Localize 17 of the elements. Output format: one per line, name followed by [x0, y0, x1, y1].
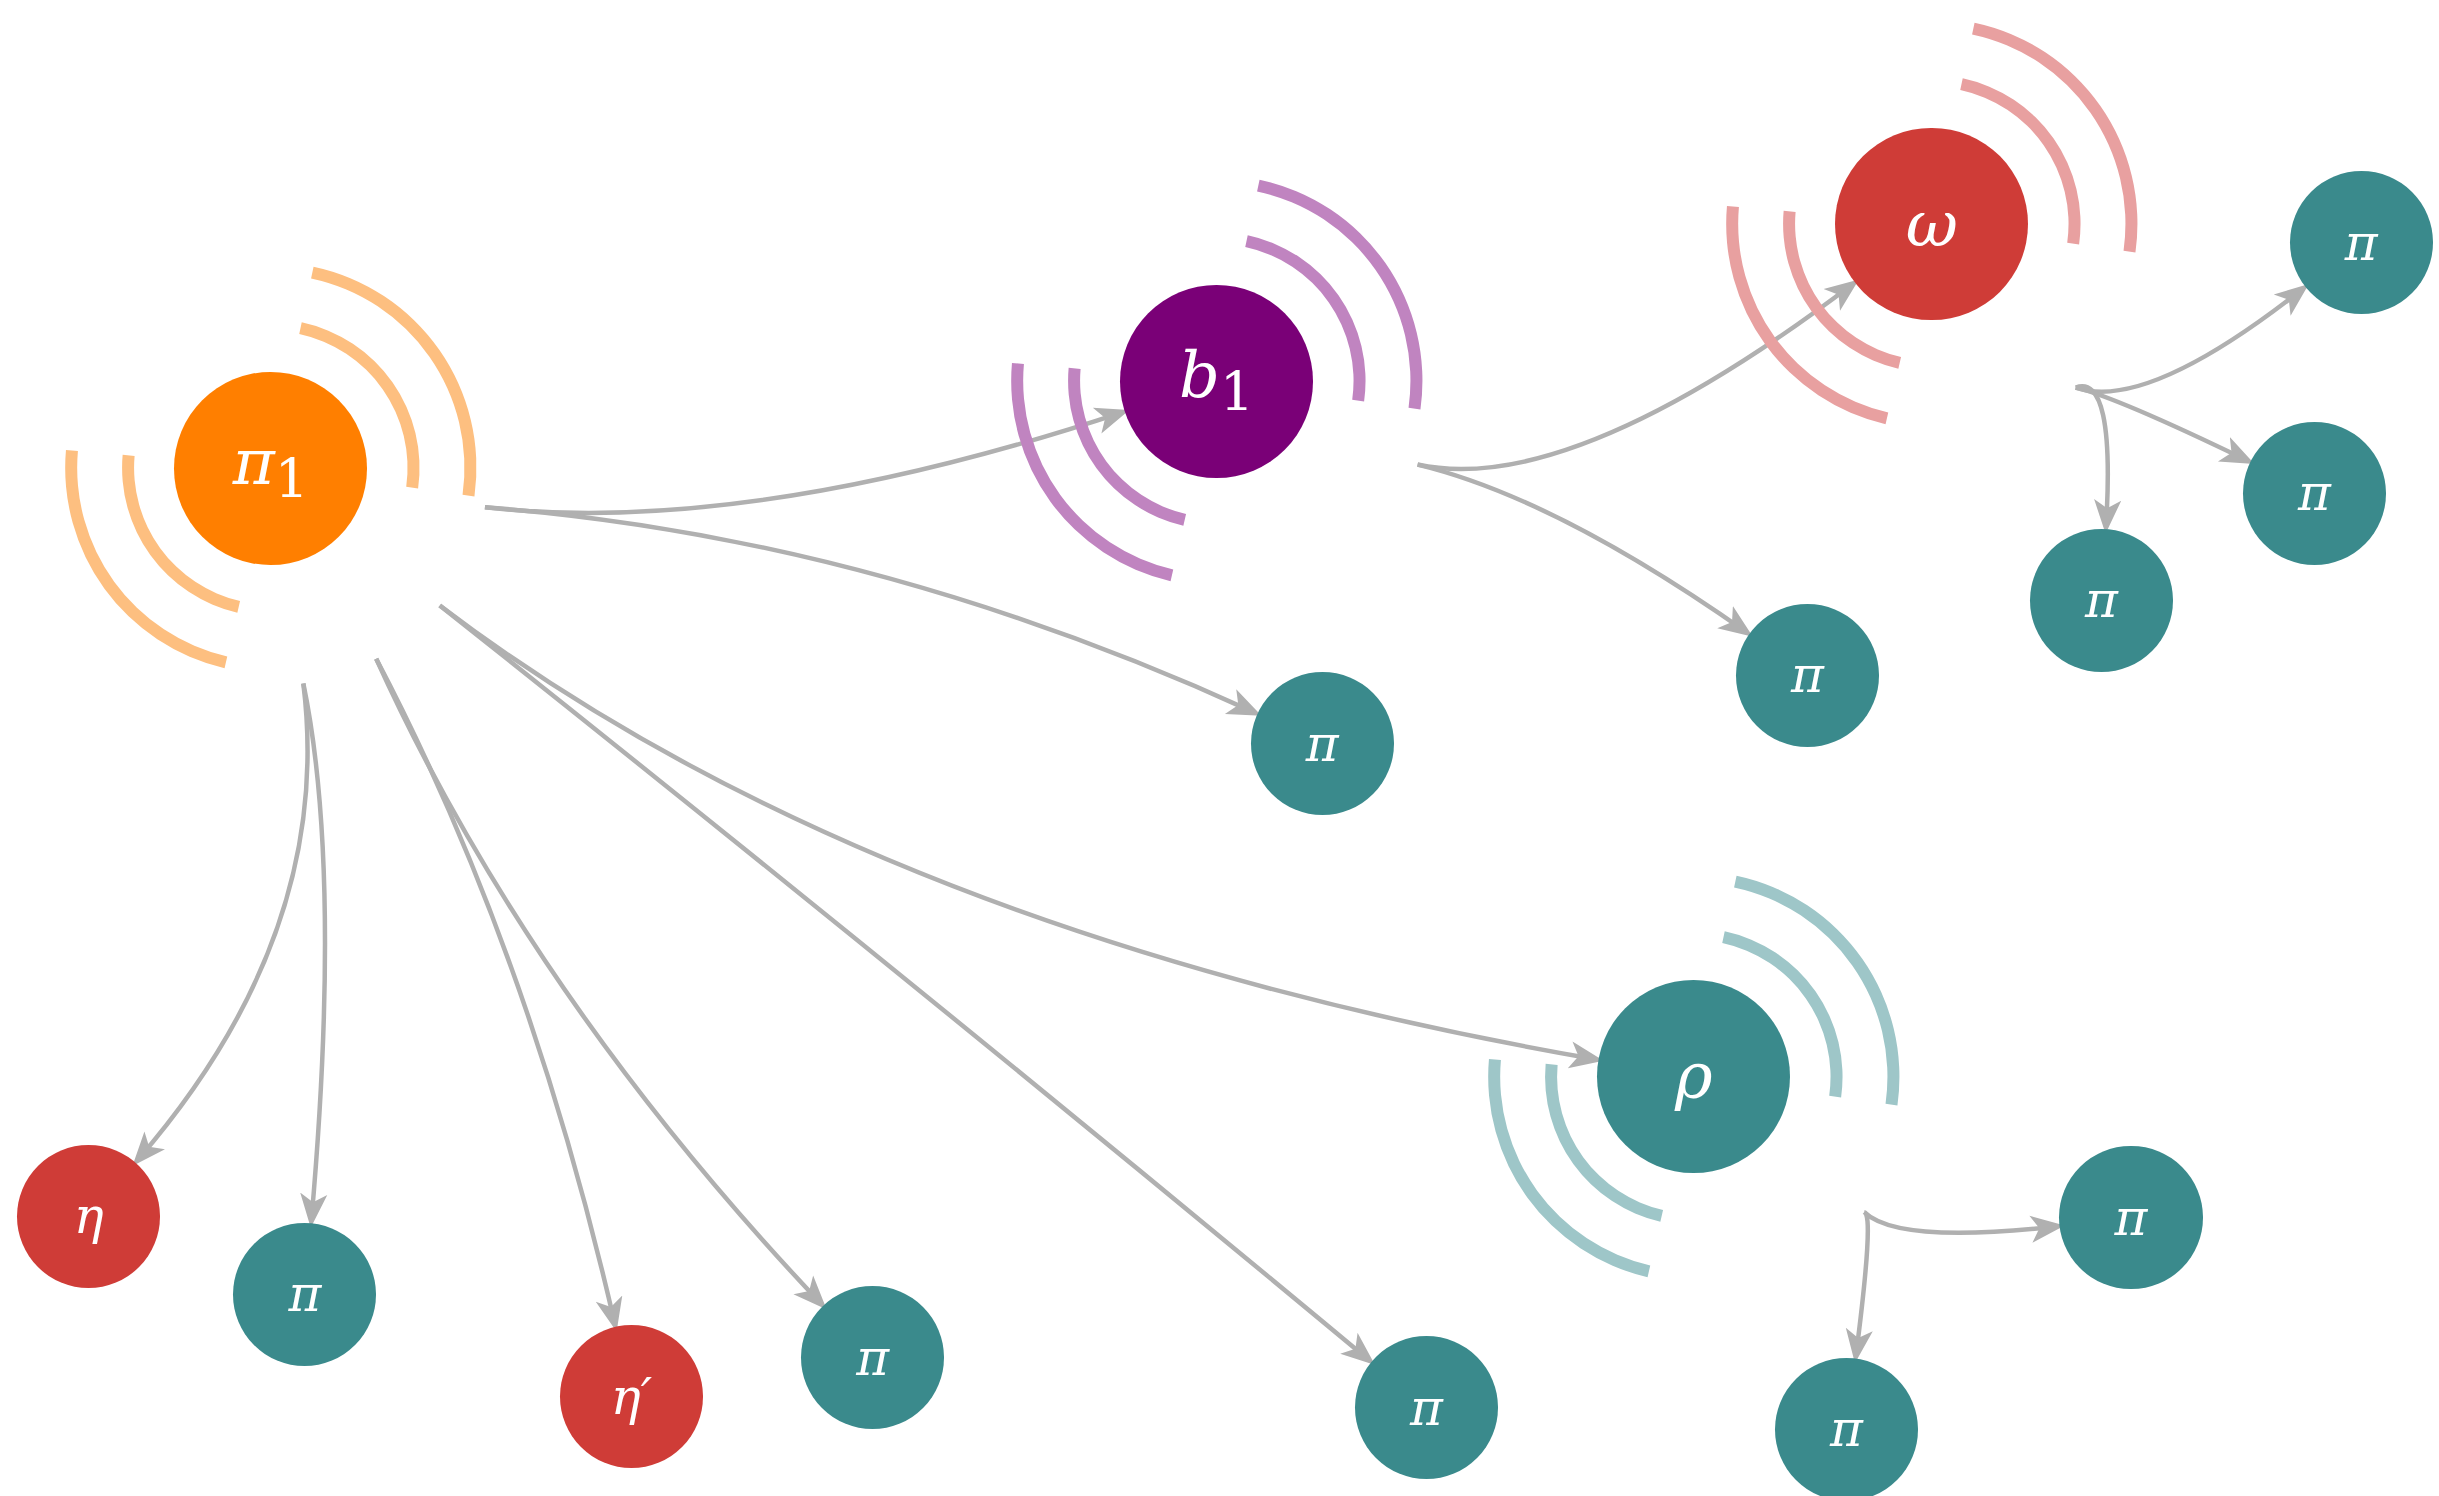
particle-symbol: ρ [1675, 1044, 1713, 1109]
particle-symbol: π [1409, 1382, 1443, 1433]
particle-symbol: π [2298, 468, 2331, 519]
particle-symbol: π [288, 1269, 322, 1320]
particle-symbol: η [73, 1191, 104, 1242]
particle-symbol: b$_{1}$ [1178, 343, 1254, 420]
particle-symbol: π [1305, 718, 1339, 769]
particle-symbol: π$_{1}$ [232, 430, 309, 507]
particle-symbol: π [1829, 1404, 1863, 1455]
arrow [374, 657, 827, 1310]
particle-symbol: π [856, 1332, 890, 1383]
particle-symbol: π [1791, 650, 1824, 701]
particle-symbol: π [2344, 217, 2378, 268]
particle-symbol: π [2085, 575, 2118, 626]
particle-symbol: ω [1905, 191, 1958, 256]
arrow [1417, 462, 1753, 637]
particle-symbol: π [2114, 1192, 2148, 1243]
